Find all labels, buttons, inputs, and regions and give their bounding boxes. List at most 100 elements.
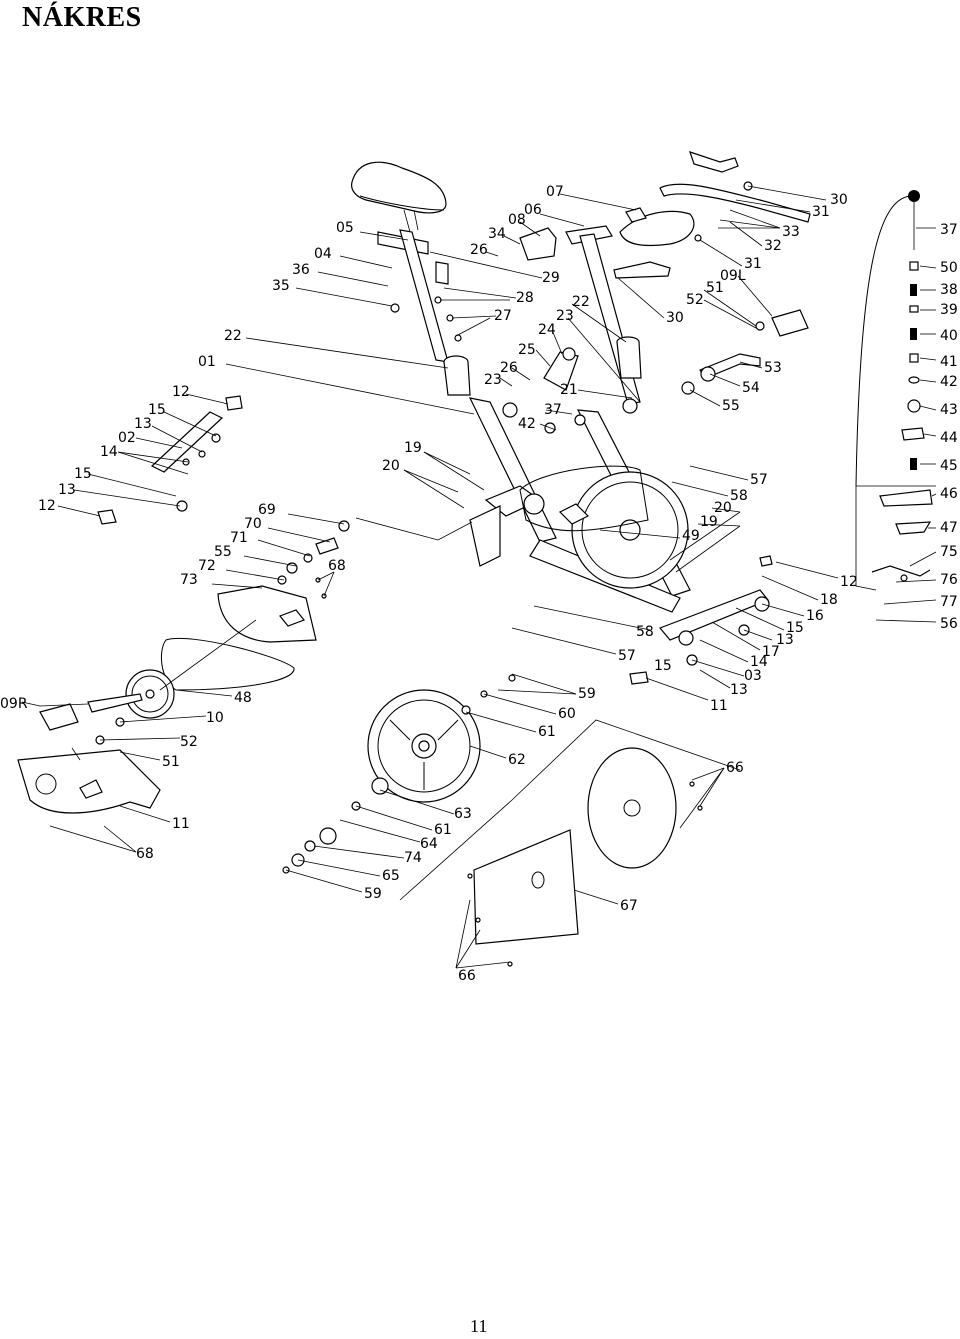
callout-57: 57 (750, 472, 768, 488)
callout-33: 33 (782, 224, 800, 240)
callout-20: 20 (714, 500, 732, 516)
callout-68: 68 (328, 558, 346, 574)
callout-19: 19 (700, 514, 718, 530)
callout-13: 13 (730, 682, 748, 698)
callout-53: 53 (764, 360, 782, 376)
callout-48: 48 (234, 690, 252, 706)
callout-09R: 09R (0, 696, 28, 712)
callout-74: 74 (404, 850, 422, 866)
callout-29: 29 (542, 270, 560, 286)
callout-67: 67 (620, 898, 638, 914)
callout-12: 12 (38, 498, 56, 514)
seat-post-part (377, 229, 462, 363)
callout-46: 46 (940, 486, 958, 502)
callout-64: 64 (420, 836, 438, 852)
callout-49: 49 (682, 528, 700, 544)
callout-73: 73 (180, 572, 198, 588)
callout-22: 22 (224, 328, 242, 344)
callout-50: 50 (940, 260, 958, 276)
callout-75: 75 (940, 544, 958, 560)
callout-09L: 09L (720, 268, 746, 284)
callout-32: 32 (764, 238, 782, 254)
callout-28: 28 (516, 290, 534, 306)
inner-chain-cover-part (217, 585, 317, 643)
callout-57: 57 (618, 648, 636, 664)
callout-51: 51 (162, 754, 180, 770)
callout-14: 14 (100, 444, 118, 460)
callout-12: 12 (172, 384, 190, 400)
callout-26: 26 (470, 242, 488, 258)
callout-31: 31 (744, 256, 762, 272)
callout-45: 45 (940, 458, 958, 474)
callout-52: 52 (180, 734, 198, 750)
callout-59: 59 (578, 686, 596, 702)
page-number: 11 (470, 1316, 488, 1336)
callout-19: 19 (404, 440, 422, 456)
callout-58: 58 (636, 624, 654, 640)
callout-36: 36 (292, 262, 310, 278)
callout-labels: 07 06 08 34 26 29 05 04 36 35 28 27 22 2… (0, 184, 958, 984)
callout-22: 22 (572, 294, 590, 310)
callout-30: 30 (830, 192, 848, 208)
right-pedal-crank-part (681, 309, 809, 395)
callout-26: 26 (500, 360, 518, 376)
chain-ring-part (39, 637, 295, 745)
callout-61: 61 (538, 724, 556, 740)
callout-47: 47 (940, 520, 958, 536)
callout-15: 15 (74, 466, 92, 482)
callout-12: 12 (840, 574, 858, 590)
callout-15: 15 (148, 402, 166, 418)
callout-55: 55 (722, 398, 740, 414)
saddle-part (351, 161, 447, 233)
callout-58: 58 (730, 488, 748, 504)
callout-62: 62 (508, 752, 526, 768)
callout-52: 52 (686, 292, 704, 308)
axle-small-parts (277, 520, 350, 599)
callout-70: 70 (244, 516, 262, 532)
callout-63: 63 (454, 806, 472, 822)
callout-16: 16 (806, 608, 824, 624)
callout-14: 14 (750, 654, 768, 670)
callout-37: 37 (544, 402, 562, 418)
callout-59: 59 (364, 886, 382, 902)
callout-23: 23 (484, 372, 502, 388)
callout-40: 40 (940, 328, 958, 344)
callout-11: 11 (710, 698, 728, 714)
callout-21: 21 (560, 382, 578, 398)
callout-13: 13 (134, 416, 152, 432)
flywheel-cover-parts (467, 747, 703, 967)
callout-18: 18 (820, 592, 838, 608)
callout-37: 37 (940, 222, 958, 238)
flywheel-part (367, 674, 516, 803)
callout-15: 15 (786, 620, 804, 636)
callout-13: 13 (58, 482, 76, 498)
callout-34: 34 (488, 226, 506, 242)
callout-27: 27 (494, 308, 512, 324)
front-stabilizer-part (97, 395, 243, 525)
handlebar-clamp-part (519, 207, 647, 261)
callout-61: 61 (434, 822, 452, 838)
callout-51: 51 (706, 280, 724, 296)
callout-11: 11 (172, 816, 190, 832)
callout-71: 71 (230, 530, 248, 546)
callout-56: 56 (940, 616, 958, 632)
callout-05: 05 (336, 220, 354, 236)
resistance-knob-assembly (855, 190, 933, 582)
callout-31: 31 (812, 204, 830, 220)
callout-43: 43 (940, 402, 958, 418)
callout-72: 72 (198, 558, 216, 574)
callout-44: 44 (940, 430, 958, 446)
handlebar-sleeve-part (543, 336, 642, 391)
callout-66: 66 (726, 760, 744, 776)
callout-38: 38 (940, 282, 958, 298)
freewheel-parts (282, 777, 389, 874)
seat-sleeve-part (443, 355, 471, 396)
callout-41: 41 (940, 354, 958, 370)
callout-10: 10 (206, 710, 224, 726)
callout-35: 35 (272, 278, 290, 294)
flywheel-on-frame-part (519, 465, 689, 589)
callout-03: 03 (744, 668, 762, 684)
callout-01: 01 (198, 354, 216, 370)
callout-15: 15 (654, 658, 672, 674)
callout-66: 66 (458, 968, 476, 984)
